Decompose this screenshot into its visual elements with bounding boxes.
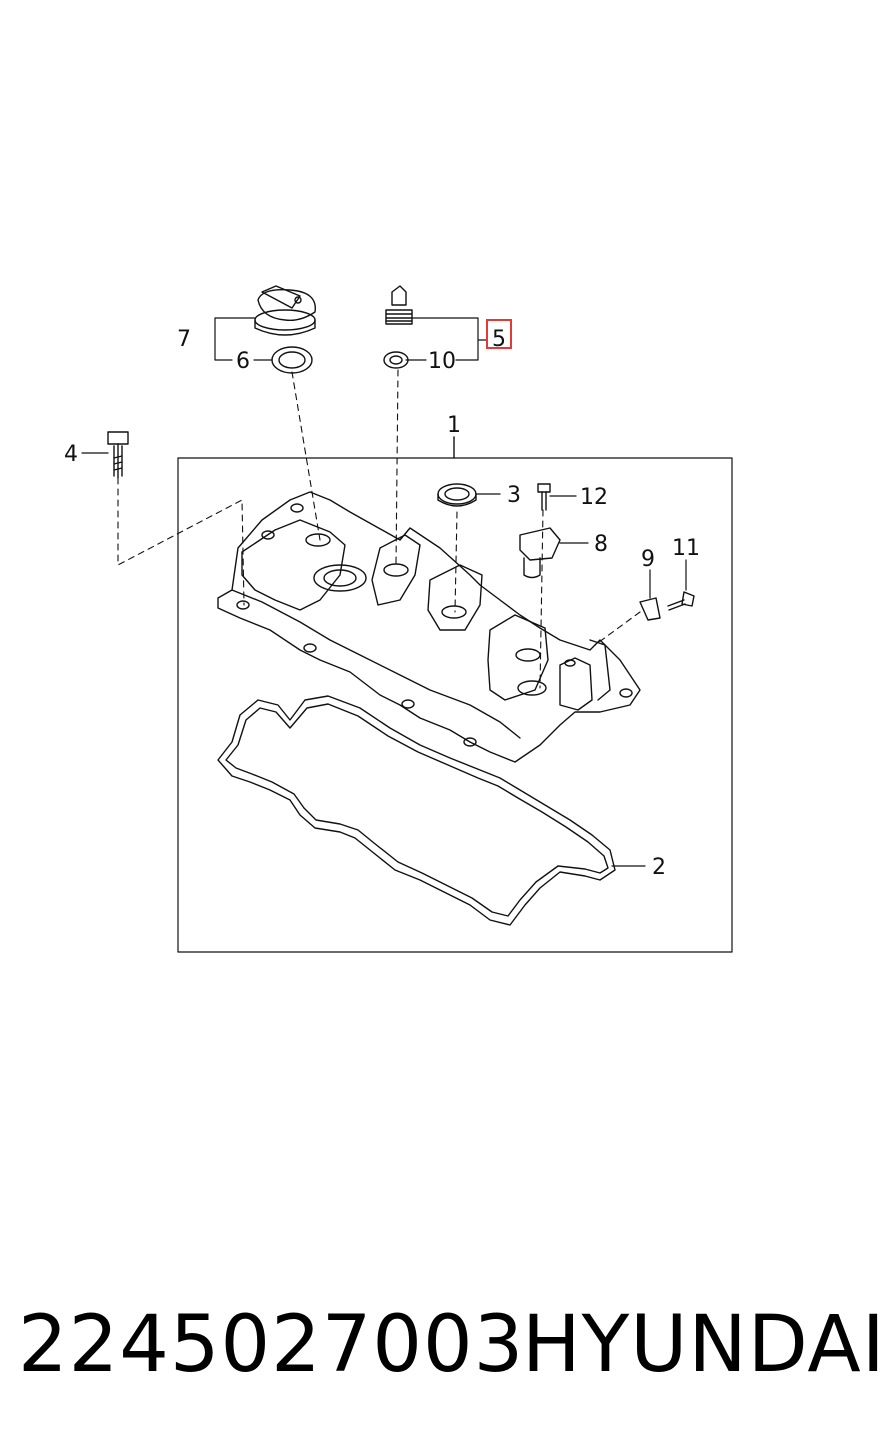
highlight-box-5 [486, 319, 512, 349]
callout-10[interactable]: 10 [428, 349, 456, 374]
callout-11[interactable]: 11 [672, 536, 700, 561]
callout-5[interactable]: 5 [492, 327, 506, 352]
callout-2[interactable]: 2 [652, 855, 666, 880]
callout-9[interactable]: 9 [641, 547, 655, 572]
leader-lines [81, 317, 687, 867]
cam-position-sensor [519, 527, 561, 579]
callout-3[interactable]: 3 [507, 483, 521, 508]
assembly-lines [117, 369, 641, 689]
callout-7[interactable]: 7 [177, 327, 191, 352]
bracket-bolt [667, 591, 695, 611]
bracket [639, 597, 661, 621]
sensor-bolt [537, 483, 551, 511]
oil-filler-cap [254, 285, 316, 336]
part-number: 2245027003 [18, 1300, 525, 1390]
oil-seal [437, 483, 477, 507]
cylinder-head-cover [217, 491, 641, 763]
callout-12[interactable]: 12 [580, 485, 608, 510]
filler-cap-o-ring [271, 346, 313, 374]
callout-1[interactable]: 1 [447, 413, 461, 438]
callout-6[interactable]: 6 [236, 349, 250, 374]
callout-8[interactable]: 8 [594, 532, 608, 557]
assembly-frame [177, 457, 733, 953]
pcv-valve [385, 285, 413, 325]
footer: 2245027003 HYUNDAI [0, 1300, 887, 1390]
cover-gasket [217, 695, 616, 926]
callout-4[interactable]: 4 [64, 442, 78, 467]
cover-bolt [107, 431, 129, 479]
pcv-grommet [383, 351, 409, 369]
exploded-parts-diagram: 1 2 3 4 5 6 7 8 9 10 11 12 [64, 285, 733, 953]
brand-name: HYUNDAI [522, 1300, 886, 1390]
